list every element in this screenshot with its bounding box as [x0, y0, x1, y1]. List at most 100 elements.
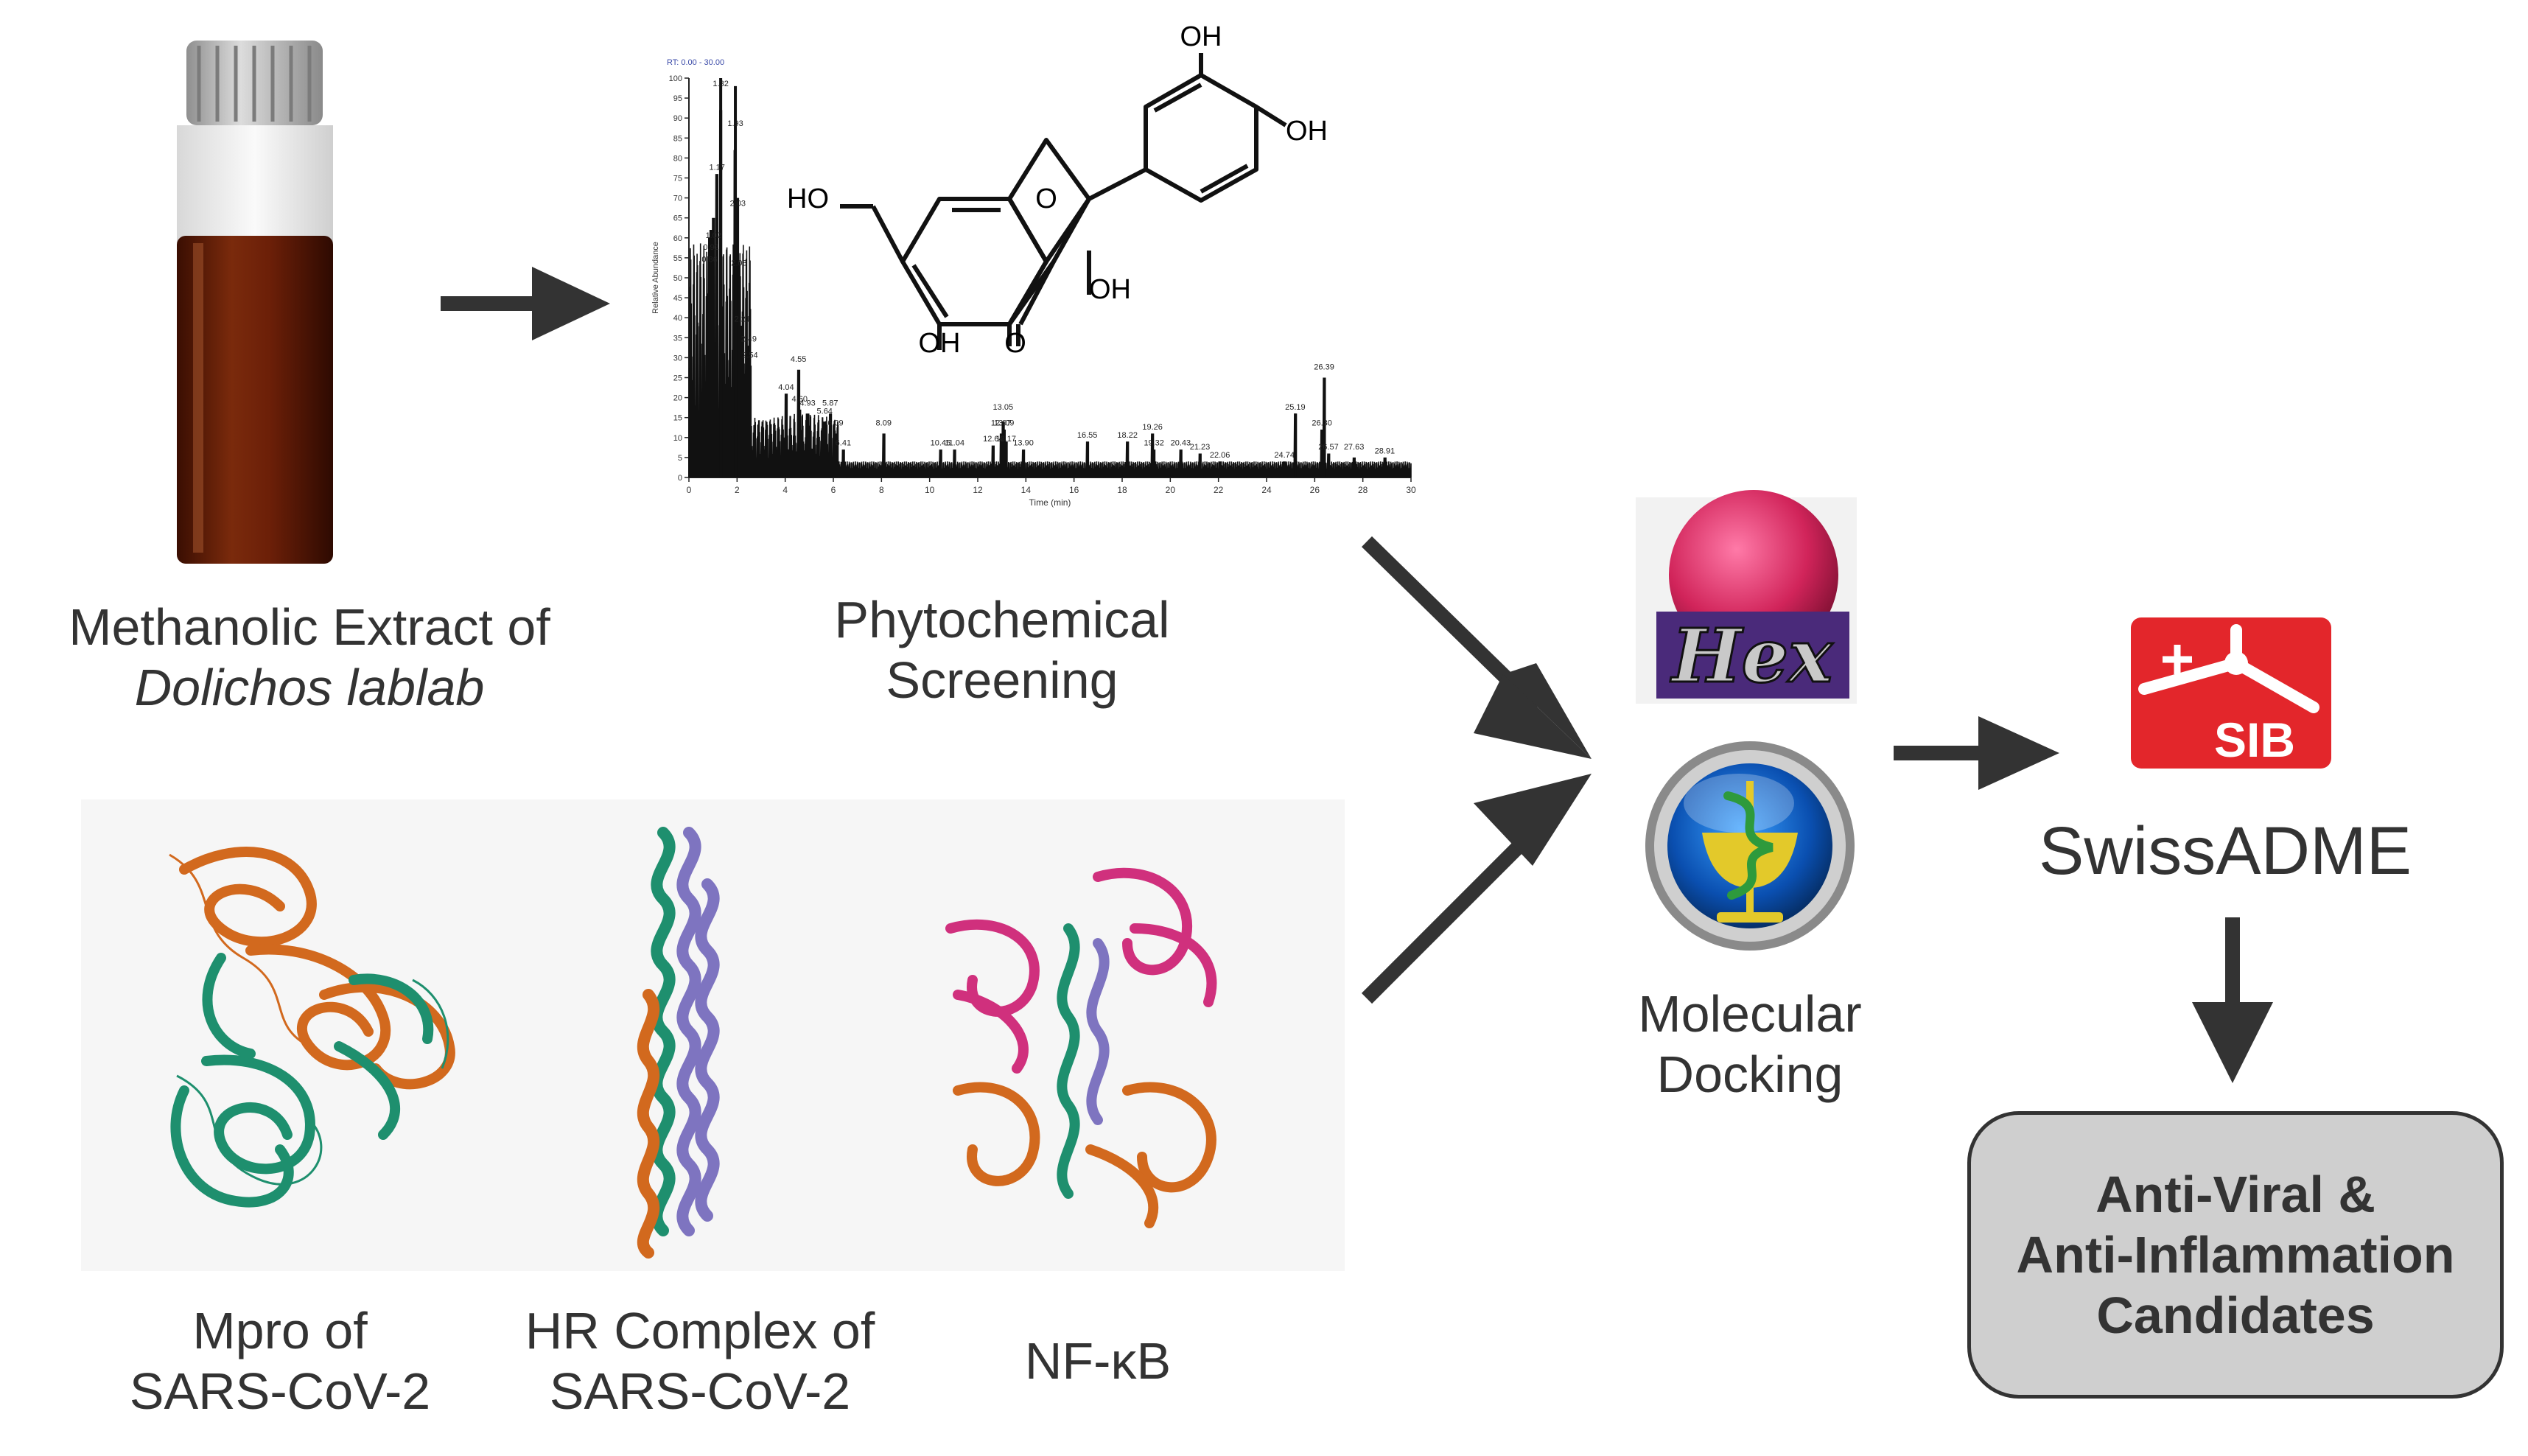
y-tick-label: 55: [673, 254, 682, 263]
docking-label-line2: Docking: [1656, 1046, 1844, 1103]
x-tick-label: 16: [1069, 485, 1079, 495]
peak-label: 24.74: [1274, 451, 1295, 460]
docking-label: Molecular Docking: [1577, 984, 1923, 1105]
oh-bottom: OH: [919, 328, 961, 359]
peak-label: 19.32: [1144, 439, 1164, 448]
peak-label: 1.32: [712, 80, 728, 88]
y-tick-label: 65: [673, 214, 682, 223]
y-tick-label: 85: [673, 134, 682, 143]
peak-label: 10.45: [931, 439, 951, 448]
peak-label: 1.02: [706, 231, 721, 240]
y-tick-label: 45: [673, 294, 682, 303]
peak-label: 13.09: [994, 419, 1015, 428]
protein-label-nfkb-line1: NF-κB: [1024, 1332, 1172, 1390]
chromatogram-trace: [688, 110, 1412, 478]
x-tick-label: 6: [831, 485, 836, 495]
y-tick-label: 80: [673, 154, 682, 163]
peak-label: 27.63: [1344, 443, 1365, 452]
peak-label: 12.64: [983, 435, 1004, 444]
x-tick-label: 20: [1166, 485, 1176, 495]
peak-label: 8.09: [876, 419, 892, 428]
chromatogram-y-label: Relative Abundance: [651, 242, 660, 314]
peak-label: 26.30: [1312, 419, 1332, 428]
y-tick-label: 100: [669, 74, 682, 83]
peak-label: 28.91: [1375, 447, 1396, 455]
peak-label: 19.26: [1142, 423, 1163, 432]
arrow-proteins-to-docking: [1361, 823, 1542, 1004]
protein-label-hr-line1: HR Complex of: [525, 1302, 875, 1359]
protein-label-hr: HR Complex of SARS-CoV-2: [501, 1301, 899, 1421]
arrow-proteins-to-docking-head: [1474, 774, 1592, 866]
x-tick-label: 18: [1117, 485, 1127, 495]
peak-label: 5.64: [817, 407, 833, 416]
result-line1: Anti-Viral &: [2095, 1166, 2375, 1223]
y-tick-label: 75: [673, 175, 682, 183]
peak-label: 4.55: [791, 355, 806, 364]
peak-label: 22.06: [1210, 451, 1230, 460]
x-tick-label: 10: [925, 485, 935, 495]
peak-label: 20.43: [1171, 439, 1191, 448]
y-tick-label: 15: [673, 414, 682, 423]
arrow-extract-to-screening-head: [532, 267, 610, 340]
peak-label: 1.93: [727, 119, 743, 128]
x-tick-label: 2: [735, 485, 740, 495]
extract-label-line1: Methanolic Extract of: [69, 598, 550, 656]
protein-panel: [81, 799, 1345, 1271]
sib-logo-text: SIB: [2214, 713, 2295, 767]
protein-label-nfkb: NF-κB: [914, 1331, 1282, 1391]
y-tick-label: 50: [673, 274, 682, 283]
result-line3: Candidates: [2096, 1287, 2375, 1344]
y-tick-label: 90: [673, 114, 682, 123]
hex-logo-text: Hex: [1670, 612, 1833, 699]
x-tick-label: 0: [687, 485, 692, 495]
oh-ring: OH: [1089, 274, 1131, 305]
result-box: Anti-Viral & Anti-Inflammation Candidate…: [1967, 1111, 2504, 1399]
docking-label-line1: Molecular: [1638, 985, 1862, 1043]
peak-label: 6.41: [836, 439, 851, 448]
y-tick-label: 95: [673, 94, 682, 103]
x-tick-label: 24: [1261, 485, 1272, 495]
x-tick-label: 22: [1214, 485, 1224, 495]
protein-label-mpro-line2: SARS-CoV-2: [129, 1362, 431, 1420]
x-tick-label: 14: [1021, 485, 1032, 495]
ring-o: O: [1035, 183, 1057, 214]
oh-right: OH: [1286, 116, 1328, 147]
y-tick-label: 40: [673, 314, 682, 323]
peak-label: 4.60: [792, 395, 808, 404]
result-line2: Anti-Inflammation: [2016, 1226, 2455, 1284]
arrow-screening-to-docking: [1362, 536, 1541, 713]
y-tick-label: 25: [673, 374, 682, 383]
protein-label-hr-line2: SARS-CoV-2: [549, 1362, 851, 1420]
x-tick-label: 26: [1310, 485, 1320, 495]
peak-label: 13.90: [1013, 439, 1034, 448]
extract-label: Methanolic Extract of Dolichos lablab: [29, 597, 589, 718]
y-tick-label: 20: [673, 394, 682, 403]
screening-label-line2: Screening: [886, 651, 1118, 709]
peak-label: 6.09: [827, 419, 843, 428]
peak-label: 2.08: [731, 259, 746, 268]
carbonyl-o: O: [1004, 328, 1026, 359]
chromatogram-x-label: Time (min): [1029, 497, 1071, 508]
peak-label: 0.86: [701, 255, 717, 264]
peak-label: 16.55: [1077, 431, 1098, 440]
protein-label-mpro: Mpro of SARS-CoV-2: [81, 1301, 479, 1421]
y-tick-label: 35: [673, 334, 682, 343]
peak-label: 4.04: [778, 383, 794, 392]
peak-label: 4.93: [799, 399, 815, 407]
y-tick-label: 30: [673, 354, 682, 363]
peak-label: 13.05: [993, 403, 1014, 412]
y-tick-label: 60: [673, 234, 682, 243]
oh-top: OH: [1180, 21, 1222, 52]
ho-left: HO: [787, 183, 829, 214]
peak-label: 26.39: [1314, 363, 1334, 372]
peak-label: 1.17: [710, 164, 725, 172]
y-tick-label: 10: [673, 434, 682, 443]
peak-label: 26.57: [1318, 443, 1339, 452]
x-tick-label: 8: [879, 485, 884, 495]
y-tick-label: 5: [678, 454, 682, 463]
screening-label-line1: Phytochemical: [834, 591, 1170, 648]
peak-label: 0.92: [703, 243, 718, 252]
peak-label: 2.21: [734, 315, 749, 324]
x-tick-label: 28: [1358, 485, 1368, 495]
extract-label-line2: Dolichos lablab: [134, 659, 485, 716]
